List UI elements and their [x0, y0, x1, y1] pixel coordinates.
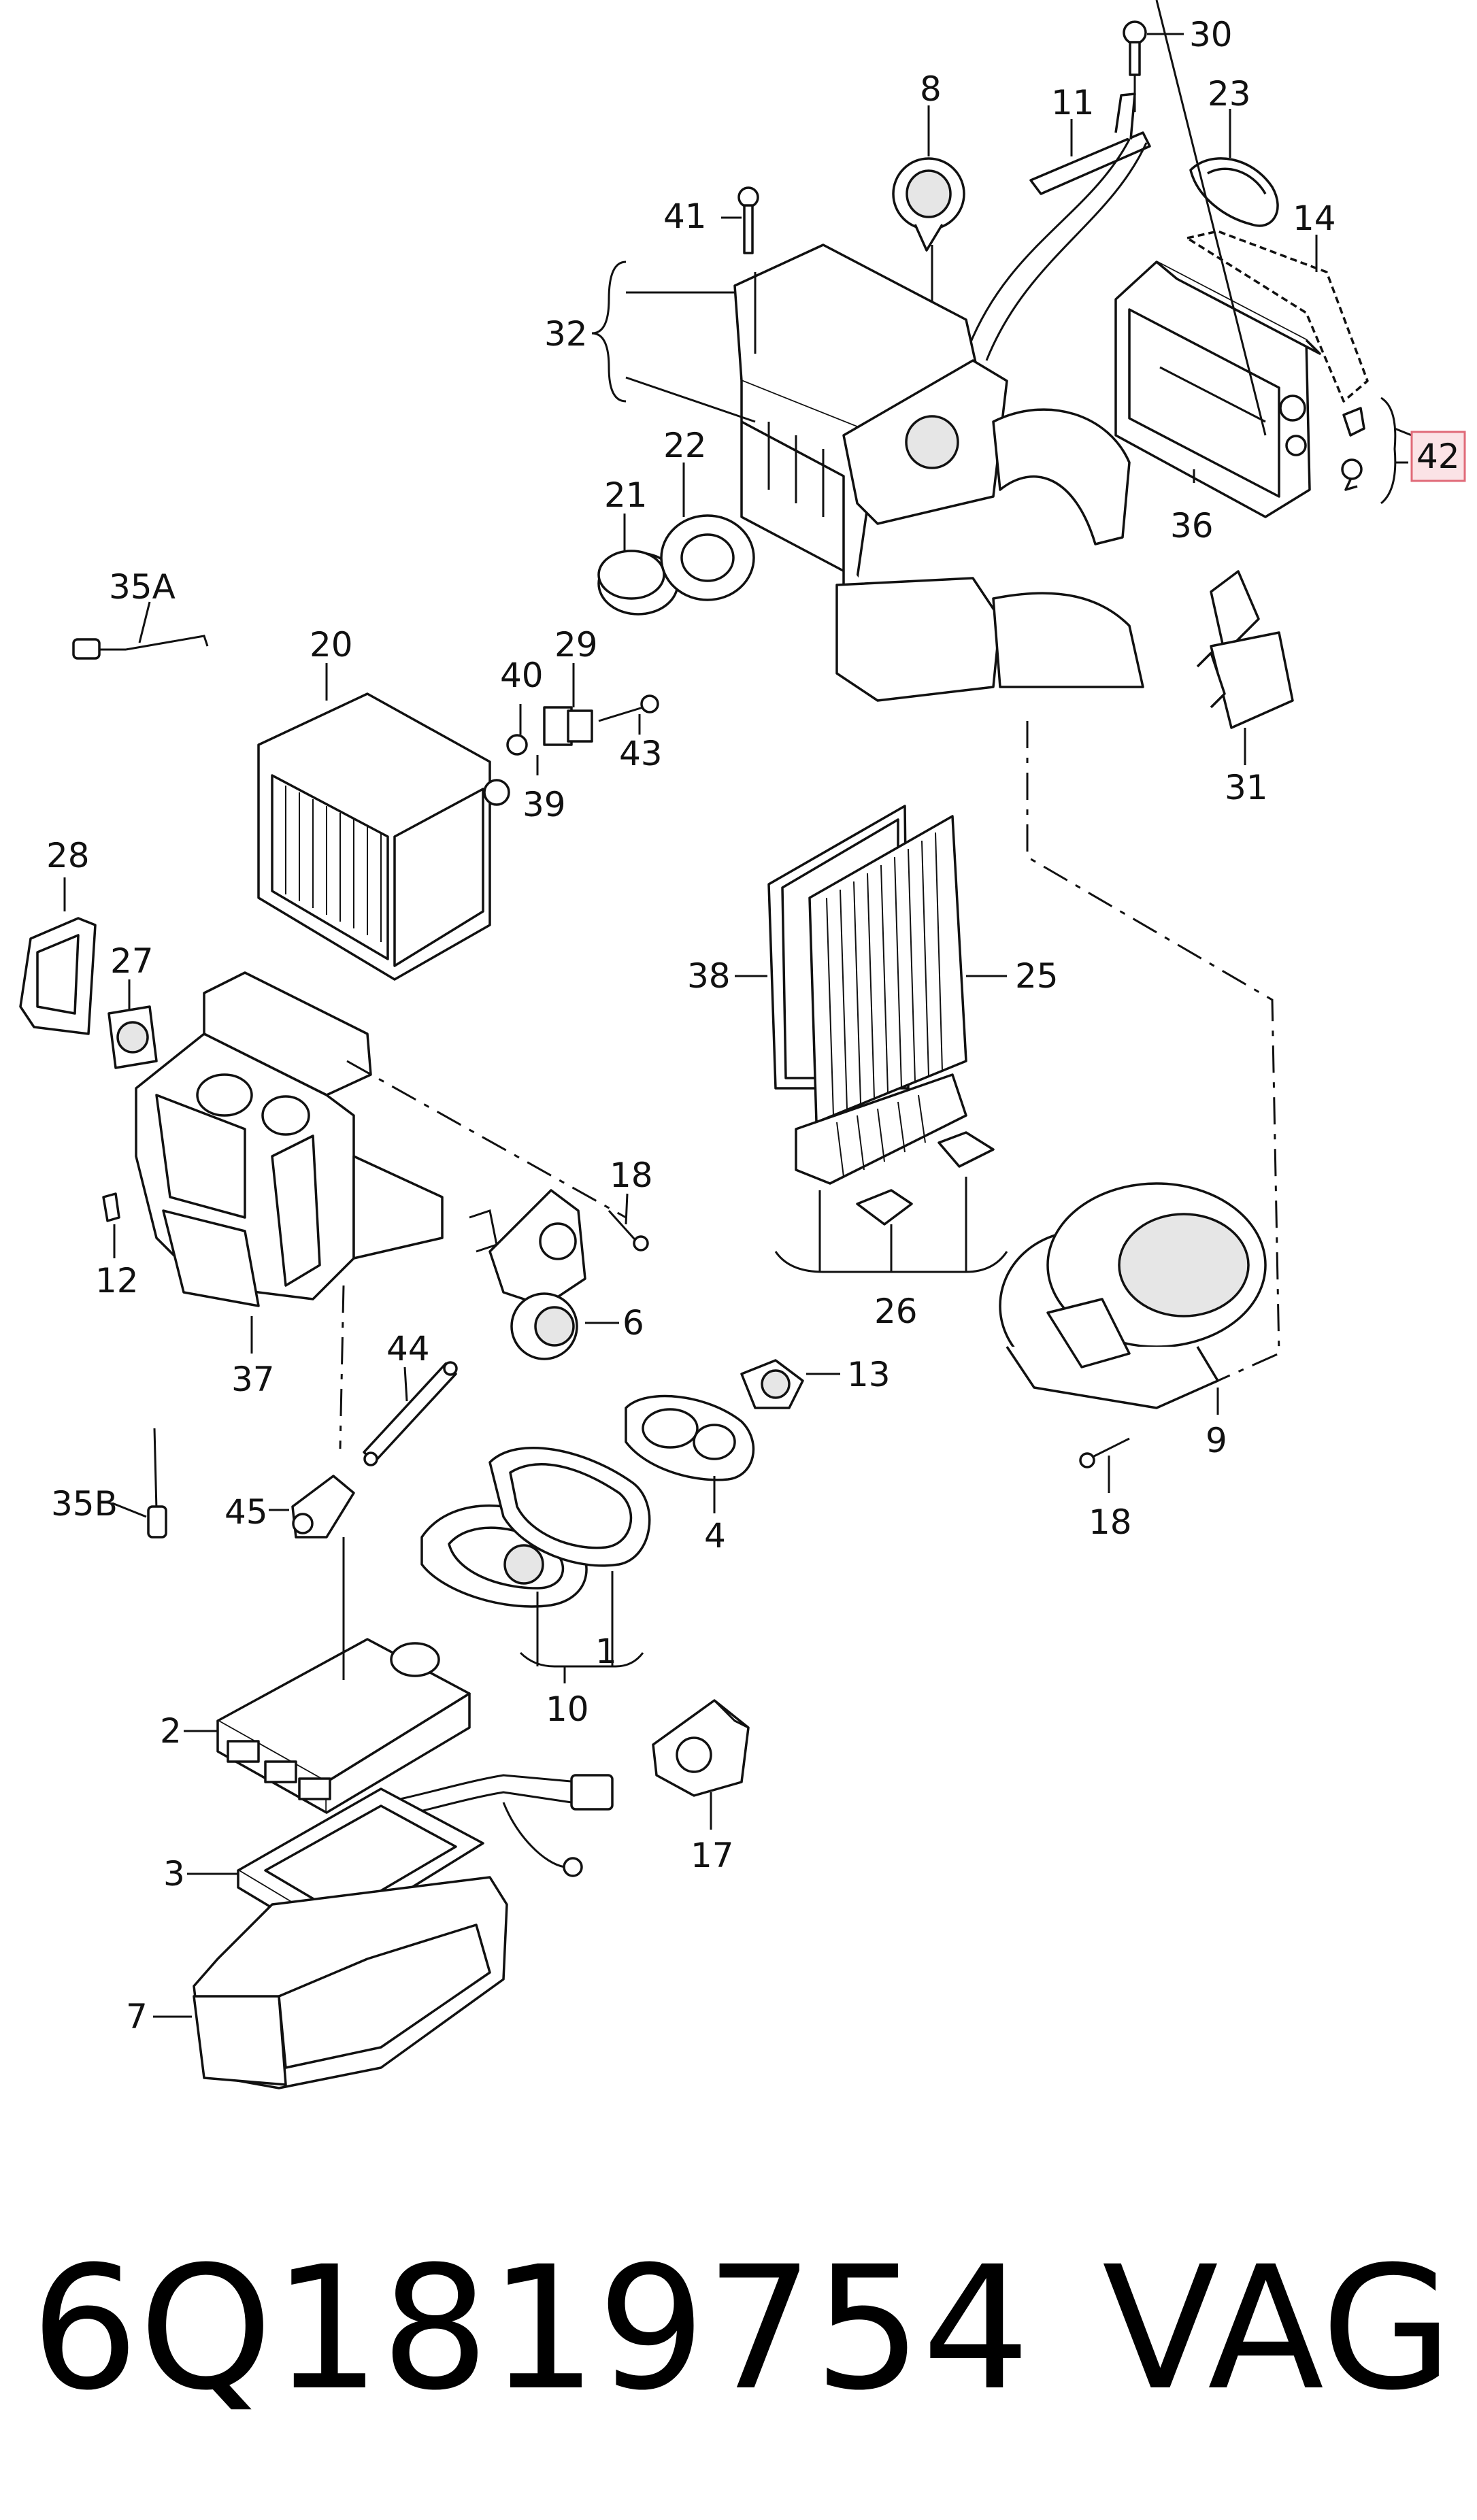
sensor-35a — [72, 601, 209, 660]
callout-44: 44 — [386, 1329, 430, 1368]
cover-28 — [19, 877, 97, 1035]
clip-12 — [102, 1192, 120, 1258]
screw-18-left — [608, 1193, 649, 1251]
callout-41: 41 — [663, 197, 707, 236]
callout-26: 26 — [874, 1292, 918, 1331]
seal-23 — [1189, 109, 1279, 227]
callout-10: 10 — [546, 1690, 589, 1729]
upper-housing-32 — [733, 243, 1144, 702]
screw-18-right — [1079, 1437, 1130, 1493]
callout-28: 28 — [46, 836, 90, 875]
part-number: 6Q1819754 — [31, 2230, 1030, 2427]
callout-32: 32 — [544, 314, 588, 354]
connector-13 — [740, 1359, 840, 1409]
bracket-32-callout — [591, 261, 756, 423]
callout-18-right: 18 — [1089, 1502, 1132, 1542]
bracket-10-1 — [519, 1571, 644, 1683]
assembly-line-1 — [1026, 721, 1280, 1382]
callout-27: 27 — [110, 941, 154, 981]
callout-38: 38 — [687, 956, 731, 996]
heater-core-2 — [184, 1638, 471, 1814]
gear-parts-42 — [1341, 397, 1412, 505]
callout-30: 30 — [1189, 15, 1233, 54]
brand-label: VAG — [1102, 2230, 1453, 2427]
callout-25: 25 — [1015, 956, 1059, 996]
main-housing-37 — [135, 971, 444, 1354]
ring-22 — [660, 463, 755, 601]
callout-6: 6 — [623, 1303, 644, 1343]
callout-40: 40 — [500, 656, 544, 695]
callout-1: 1 — [595, 1632, 617, 1671]
actuator-17 — [652, 1699, 750, 1830]
callout-20: 20 — [310, 625, 353, 665]
bolt-41 — [721, 186, 759, 254]
callout-11: 11 — [1051, 83, 1095, 122]
callout-7: 7 — [126, 1997, 148, 2036]
callout-39: 39 — [522, 785, 566, 824]
part-42-highlight — [1410, 431, 1466, 482]
motor-27 — [107, 979, 158, 1069]
seal-1 — [488, 1446, 651, 1567]
evaporator-20 — [257, 663, 510, 981]
vent-8 — [892, 105, 965, 418]
callout-9: 9 — [1206, 1421, 1227, 1460]
callout-37: 37 — [231, 1360, 275, 1399]
callout-14: 14 — [1293, 199, 1336, 238]
callout-13: 13 — [847, 1355, 891, 1394]
assembly-line-2 — [346, 1060, 627, 1219]
filter-25 — [808, 815, 1007, 1124]
callout-29: 29 — [554, 625, 598, 665]
linkage-44 — [363, 1361, 458, 1466]
filter-frame-26 — [774, 1073, 1008, 1273]
sensor-35b — [112, 1428, 167, 1539]
assembly-line-3 — [339, 1285, 345, 1449]
callout-35a: 35A — [109, 567, 176, 607]
tray-7 — [153, 1876, 508, 2089]
callout-35b: 35B — [51, 1484, 118, 1524]
resistor-31 — [1196, 570, 1294, 765]
callout-3: 3 — [163, 1854, 185, 1894]
bracket-11 — [1029, 75, 1151, 195]
callout-43: 43 — [619, 734, 663, 773]
lever-45 — [269, 1475, 355, 1539]
callout-12: 12 — [95, 1261, 139, 1300]
callout-45: 45 — [225, 1492, 268, 1532]
valve-29-group — [506, 663, 659, 775]
housing-36 — [1114, 0, 1321, 518]
callout-22: 22 — [663, 426, 707, 465]
blower-motor-9 — [999, 1182, 1267, 1415]
callout-31: 31 — [1225, 768, 1268, 807]
callout-17: 17 — [691, 1836, 734, 1875]
callout-21: 21 — [604, 475, 648, 515]
callout-8: 8 — [920, 69, 942, 109]
callout-36: 36 — [1170, 506, 1214, 545]
actuator-6-assembly — [469, 1189, 619, 1360]
callout-4: 4 — [704, 1516, 726, 1556]
gasket-14 — [1186, 230, 1369, 403]
callout-42: 42 — [1416, 437, 1460, 476]
bolt-30 — [1123, 20, 1184, 76]
callout-23: 23 — [1208, 74, 1251, 114]
hose-pipe — [965, 139, 1148, 361]
callout-2: 2 — [160, 1711, 182, 1751]
seal-4 — [625, 1394, 755, 1513]
callout-18-left: 18 — [610, 1156, 653, 1195]
